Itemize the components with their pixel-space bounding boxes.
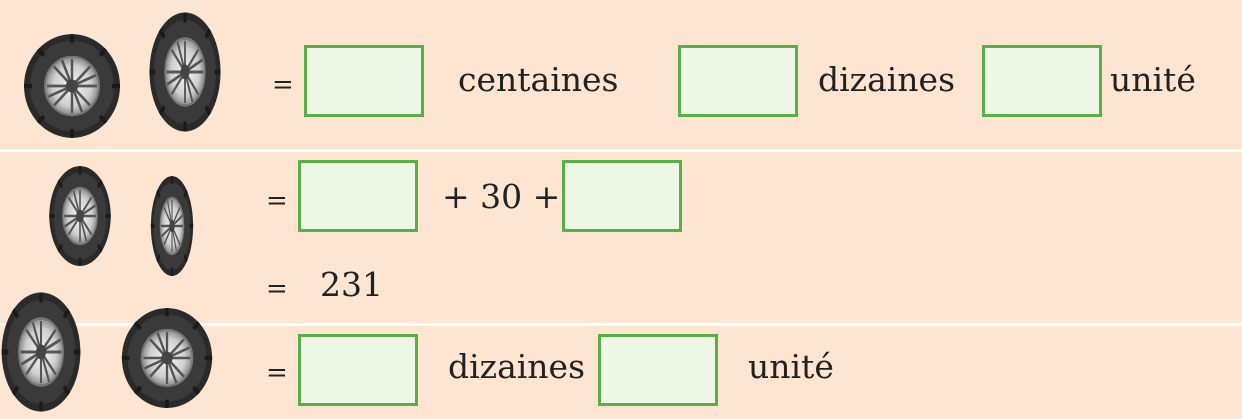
label-units: unité [1110,60,1196,99]
tire-icon [150,174,194,278]
equals-sign: = [266,186,288,216]
answer-box-tens[interactable] [298,334,418,406]
tire-icon [0,290,82,414]
equals-sign: = [266,274,288,304]
tire-icon [148,10,222,134]
tire-icon [48,164,112,268]
row-divider [0,149,1242,152]
answer-box-units[interactable] [982,45,1102,117]
equals-sign: = [272,70,294,100]
answer-box-hundreds-value[interactable] [298,160,418,232]
equals-sign: = [266,358,288,388]
label-units: unité [748,347,834,386]
answer-box-hundreds[interactable] [304,45,424,117]
total-value: 231 [320,265,383,304]
label-tens: dizaines [818,60,956,99]
answer-box-units[interactable] [598,334,718,406]
plus-thirty-text: + 30 + [442,177,561,216]
label-hundreds: centaines [458,60,619,99]
answer-box-units-value[interactable] [562,160,682,232]
answer-box-tens[interactable] [678,45,798,117]
tire-icon [22,32,122,140]
label-tens: dizaines [448,347,586,386]
tire-icon [120,306,214,410]
row-divider [0,323,1242,326]
